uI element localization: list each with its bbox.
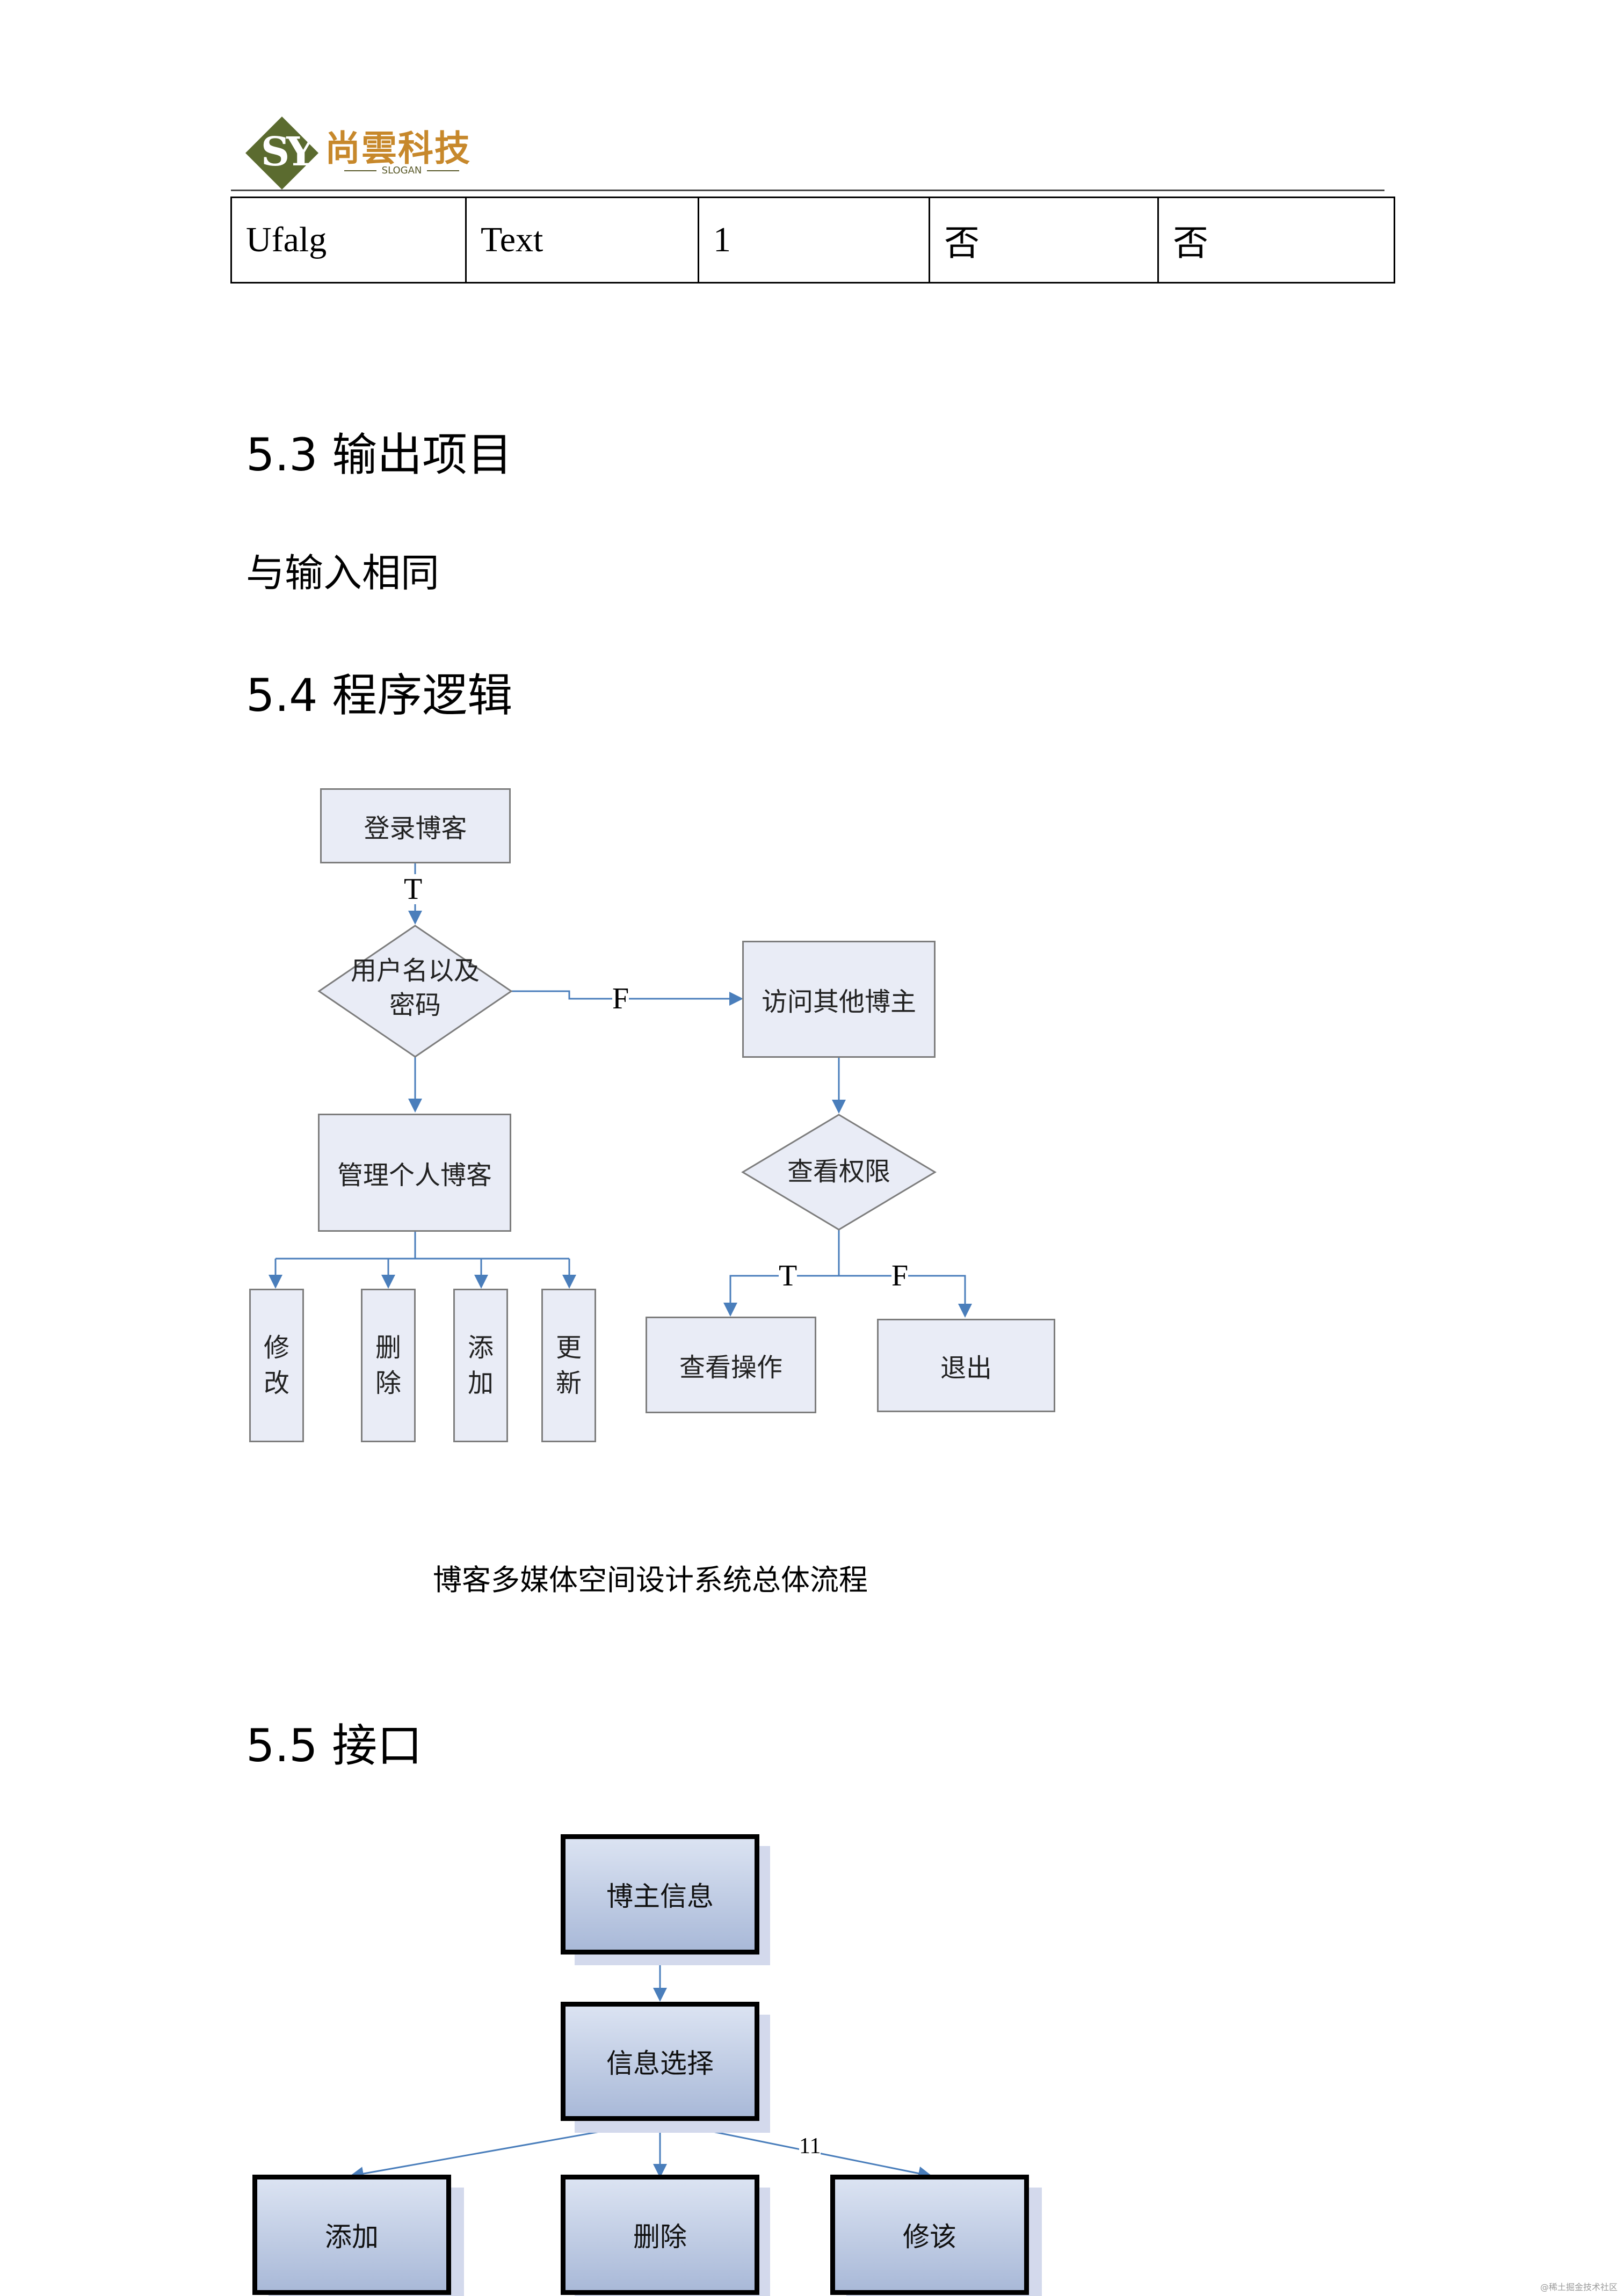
section-5-4-title: 5.4 程序逻辑: [246, 669, 513, 722]
table-cell-length: 1: [698, 197, 930, 284]
edge-label-true-2: T: [779, 1259, 798, 1292]
add-box: 添 加: [453, 1289, 508, 1442]
logo-slogan: SLOGAN: [329, 165, 474, 176]
visit-bloggers-box: 访问其他博主: [742, 941, 936, 1058]
table-cell-flag-2: 否: [1157, 197, 1395, 284]
permission-label: 查看权限: [787, 1157, 890, 1187]
delete-node-box: 删除: [561, 2175, 759, 2295]
update-char-1: 更: [555, 1333, 582, 1363]
edge-label-true-1: T: [404, 873, 423, 906]
update-box: 更 新: [541, 1289, 596, 1442]
credentials-label: 用户名以及 密码: [322, 954, 508, 1022]
section-5-3-text: 与输入相同: [246, 550, 440, 595]
view-operation-box: 查看操作: [646, 1317, 816, 1413]
info-select-box: 信息选择: [561, 2002, 759, 2121]
add-char-1: 添: [467, 1333, 494, 1363]
edge-label-false-1: F: [612, 982, 629, 1015]
table-cell-type: Text: [465, 197, 699, 284]
section-5-3-title: 5.3 输出项目: [246, 428, 513, 481]
edge-label-false-2: F: [891, 1259, 909, 1292]
field-table: Ufalg Text 1 否 否: [230, 197, 1395, 284]
login-box: 登录博客: [320, 788, 511, 863]
section-5-5-title: 5.5 接口: [246, 1719, 423, 1772]
modify-node-box: 修该: [830, 2175, 1029, 2295]
logo-mark: SY: [260, 129, 315, 175]
modify-char-2: 改: [263, 1368, 289, 1398]
interface-edge-label: 11: [799, 2134, 821, 2159]
credentials-label-line-2: 密码: [389, 990, 441, 1020]
delete-char-2: 除: [375, 1368, 401, 1398]
logo-company-name: 尚雲科技: [325, 128, 471, 169]
blogger-info-box: 博主信息: [561, 1834, 759, 1954]
credentials-decision: [317, 925, 513, 1058]
permission-decision: [741, 1114, 937, 1231]
company-logo: SY 尚雲科技 SLOGAN: [244, 115, 481, 191]
table-cell-field: Ufalg: [230, 197, 467, 284]
exit-box: 退出: [877, 1319, 1055, 1412]
flowchart-caption: 博客多媒体空间设计系统总体流程: [433, 1563, 868, 1597]
add-char-2: 加: [467, 1368, 494, 1398]
header-divider: [231, 190, 1384, 191]
add-node-box: 添加: [252, 2175, 451, 2295]
logo-diamond-icon: [245, 117, 318, 190]
modify-box: 修 改: [249, 1289, 304, 1442]
update-char-2: 新: [555, 1368, 582, 1398]
delete-box: 删 除: [361, 1289, 416, 1442]
table-row: Ufalg Text 1 否 否: [230, 197, 1395, 284]
delete-char-1: 删: [375, 1333, 401, 1363]
modify-char-1: 修: [263, 1333, 289, 1363]
watermark: @稀土掘金技术社区: [1540, 2282, 1618, 2292]
manage-blog-box: 管理个人博客: [318, 1114, 511, 1232]
table-cell-flag-1: 否: [929, 197, 1159, 284]
credentials-label-line-1: 用户名以及: [350, 956, 480, 986]
